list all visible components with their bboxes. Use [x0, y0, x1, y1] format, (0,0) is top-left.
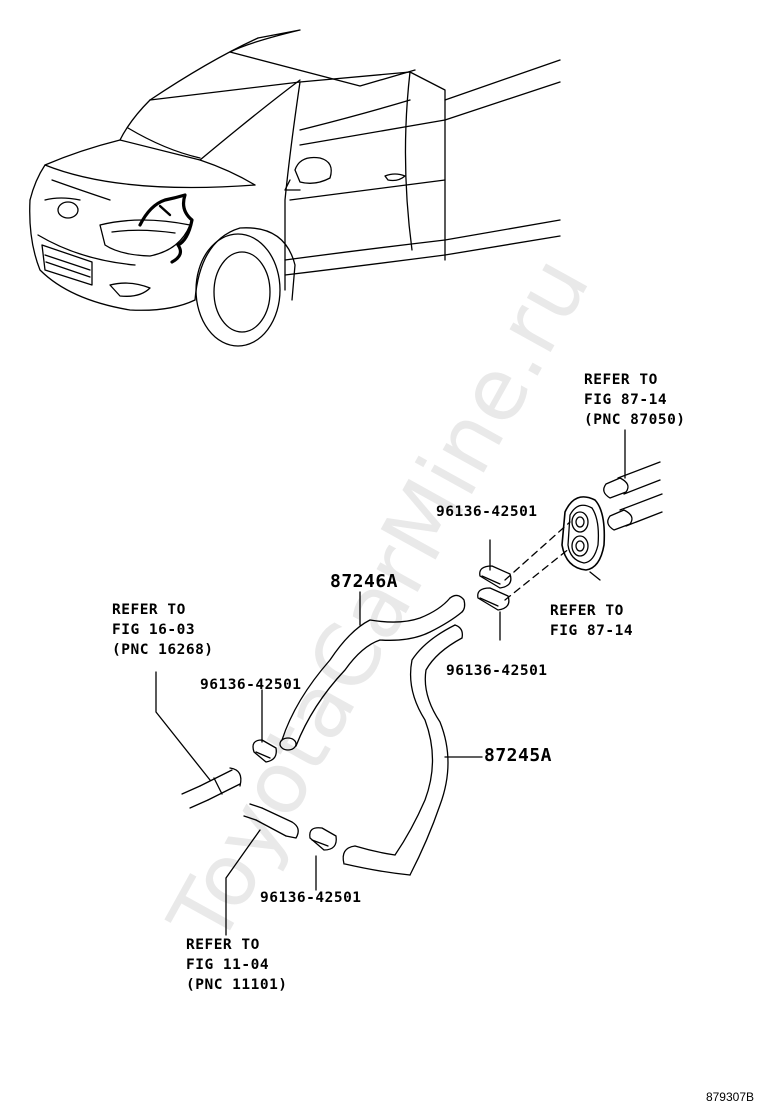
car-illustration — [29, 29, 561, 347]
ref-mid-right-line2: FIG 87-14 — [550, 623, 634, 639]
ref-mid-right-line1: REFER TO — [550, 603, 624, 619]
pipe-connectors-top-right — [603, 429, 663, 531]
pipe-bottom — [225, 803, 299, 936]
ref-mid-right: REFER TO FIG 87-14 — [550, 601, 633, 641]
clamps-top — [477, 539, 512, 641]
ref-top-right-line1: REFER TO — [584, 372, 658, 388]
ref-top-right-line2: FIG 87-14 — [584, 392, 668, 408]
label-hose-87246a: 87246A — [330, 571, 399, 592]
ref-top-right: REFER TO FIG 87-14 (PNC 87050) — [584, 370, 686, 430]
hose-87245a — [342, 624, 483, 876]
pipe-left — [155, 671, 242, 809]
grommet — [504, 496, 606, 601]
label-clamp-top: 96136-42501 — [436, 504, 538, 520]
label-clamp-bottom: 96136-42501 — [260, 890, 362, 906]
hose-87246a — [279, 591, 466, 751]
ref-bottom-line2: FIG 11-04 — [186, 957, 270, 973]
ref-left-line3: (PNC 16268) — [112, 642, 214, 658]
label-clamp-top-lower: 96136-42501 — [446, 663, 548, 679]
ref-bottom-line1: REFER TO — [186, 937, 260, 953]
ref-top-right-line3: (PNC 87050) — [584, 412, 686, 428]
ref-bottom: REFER TO FIG 11-04 (PNC 11101) — [186, 935, 288, 995]
clamp-bottom — [309, 827, 337, 891]
label-clamp-left: 96136-42501 — [200, 677, 302, 693]
ref-bottom-line3: (PNC 11101) — [186, 977, 288, 993]
ref-left-line1: REFER TO — [112, 602, 186, 618]
figure-code: 879307B — [705, 1090, 754, 1104]
label-hose-87245a: 87245A — [484, 745, 553, 766]
ref-left-line2: FIG 16-03 — [112, 622, 196, 638]
ref-left: REFER TO FIG 16-03 (PNC 16268) — [112, 600, 214, 660]
clamp-left — [252, 689, 277, 763]
